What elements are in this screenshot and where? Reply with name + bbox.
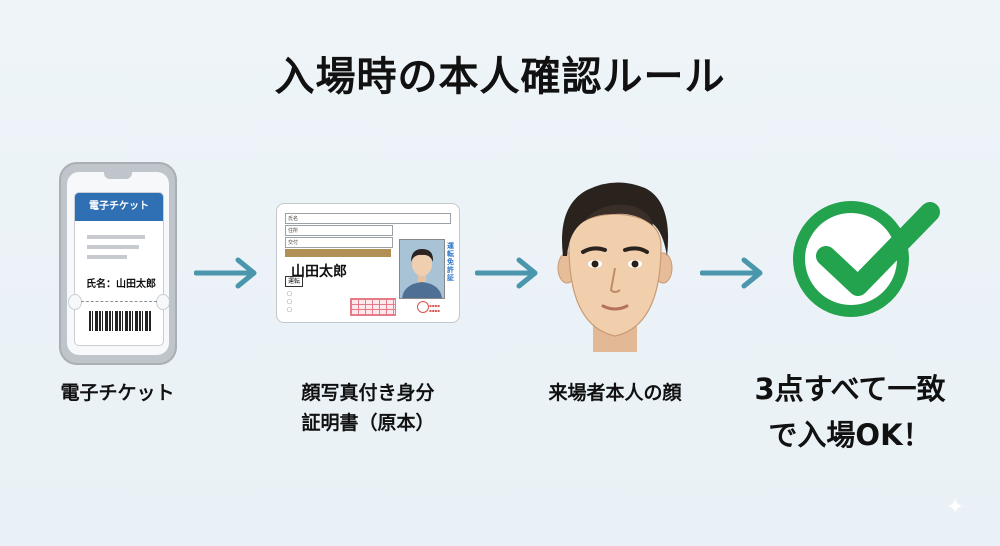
arrow-right-icon	[194, 257, 257, 289]
card-field-label: 氏名	[288, 216, 299, 222]
step2-caption-line2: 証明書（原本）	[301, 412, 435, 434]
result-caption: 3点すべて一致 で入場OK！	[730, 366, 970, 458]
step1-caption: 電子チケット	[60, 382, 175, 404]
page-title: 入場時の本人確認ルール	[274, 54, 726, 100]
card-vertical-text: 運転免許証	[447, 242, 454, 282]
ticket-header: 電子チケット	[75, 193, 163, 221]
arrow-right-icon	[700, 257, 763, 289]
card-holder-name: 山田太郎	[291, 264, 347, 280]
phone-screen: 電子チケット 氏名：山田太郎	[67, 172, 169, 355]
card-type-badge: 運転	[285, 276, 303, 287]
card-field-label: 交付	[288, 240, 299, 246]
step2-caption: 顔写真付き身分 証明書（原本）	[278, 378, 458, 438]
card-small-labels: ▢▢▢	[287, 291, 292, 313]
card-field-row	[285, 213, 451, 224]
result-caption-line2: で入場OK！	[768, 418, 932, 452]
phone-illustration: 電子チケット 氏名：山田太郎	[59, 162, 177, 365]
card-photo	[399, 239, 445, 299]
face-illustration	[557, 182, 673, 352]
id-card-illustration: 氏名 住所 交付 山田太郎 運転 ▢▢▢ 運転免許証 ▪▪▪▪▪▪▪▪	[276, 203, 460, 323]
seal-icon	[417, 301, 429, 313]
barcode-icon	[89, 311, 151, 331]
arrow-right-icon	[475, 257, 538, 289]
ticket-perforation	[81, 301, 157, 302]
ticket-holder-name: 氏名：山田太郎	[86, 279, 156, 290]
step2-caption-line1: 顔写真付き身分	[301, 382, 435, 404]
sparkle-icon: ✦	[946, 495, 965, 520]
result-caption-line1: 3点すべて一致	[754, 372, 946, 406]
seal-fine-print: ▪▪▪▪▪▪▪▪	[429, 303, 440, 313]
phone-notch	[104, 172, 132, 179]
card-field-row	[285, 225, 393, 236]
step3-caption: 来場者本人の顔	[548, 382, 682, 404]
ticket-notch	[156, 294, 169, 310]
card-field-label: 住所	[288, 228, 299, 234]
card-field-row	[285, 237, 393, 248]
ticket-placeholder-line	[87, 235, 145, 239]
portrait-icon	[400, 240, 444, 298]
ticket-notch	[68, 294, 82, 310]
card-color-band	[285, 249, 391, 257]
checkmark-icon	[816, 202, 940, 296]
ticket-placeholder-line	[87, 255, 127, 259]
e-ticket: 電子チケット 氏名：山田太郎	[68, 192, 169, 346]
card-license-grid	[350, 298, 396, 316]
ticket-placeholder-line	[87, 245, 139, 249]
